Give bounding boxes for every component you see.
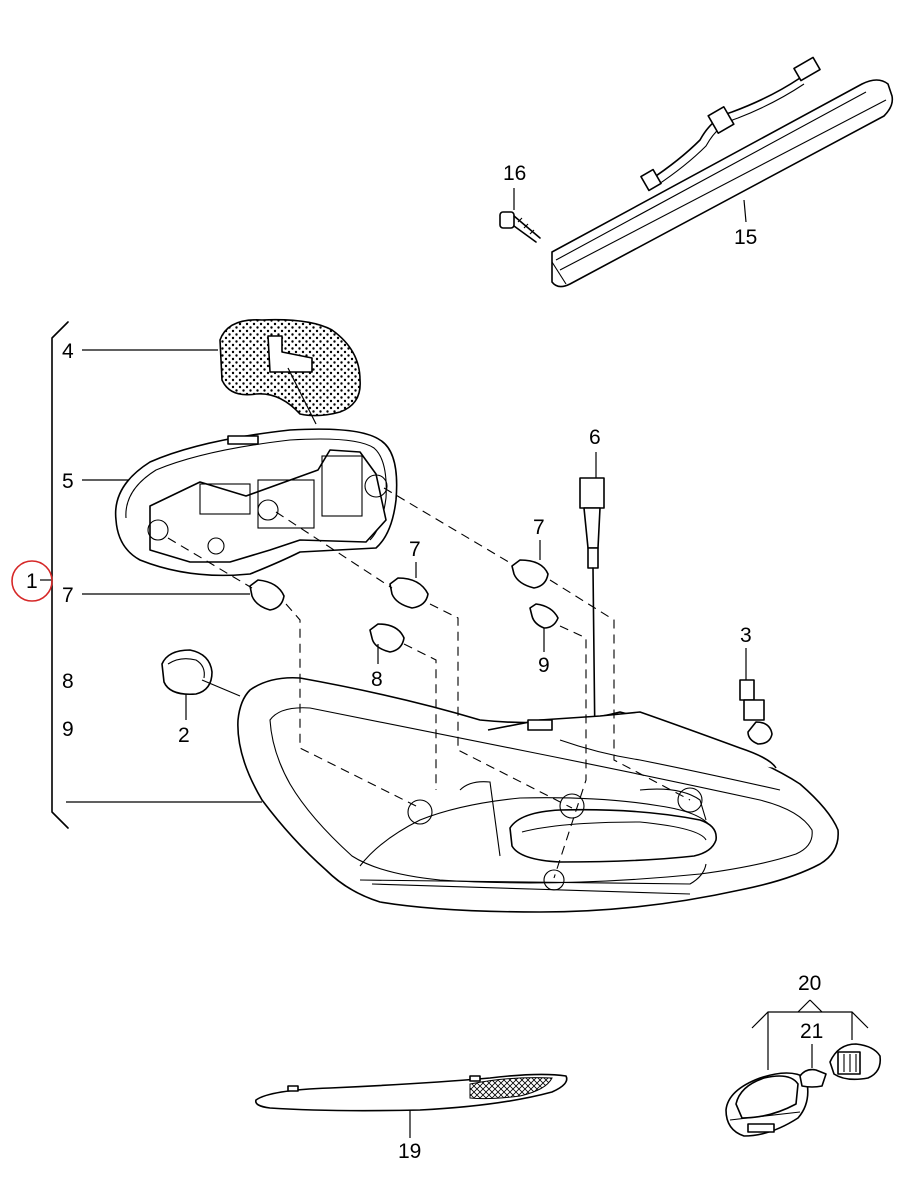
- callout-8: 8: [371, 668, 383, 691]
- assembly-bracket: [40, 321, 262, 829]
- bulb-7-left: [249, 579, 285, 611]
- tail-light-housing: [237, 676, 839, 913]
- holder-part-2: [161, 649, 241, 720]
- callout-8-list: 8: [62, 670, 74, 693]
- bulb-7-center: [389, 562, 429, 609]
- bulb-part-21: [799, 1044, 827, 1088]
- callout-21: 21: [800, 1020, 823, 1043]
- callout-3: 3: [740, 624, 752, 647]
- callout-15: 15: [734, 226, 757, 249]
- socket-part-20: [829, 1043, 882, 1081]
- callout-9-list: 9: [62, 718, 74, 741]
- bulb-9: [529, 603, 559, 652]
- assembly-dashed-lines: [167, 487, 691, 879]
- bulb-8: [369, 623, 405, 664]
- callout-2: 2: [178, 724, 190, 747]
- socket-part-3: [739, 648, 773, 745]
- callout-1: 1: [26, 570, 38, 593]
- callout-19: 19: [398, 1140, 421, 1163]
- callout-9: 9: [538, 654, 550, 677]
- callout-6: 6: [589, 426, 601, 449]
- brake-light-bar-part-15: [551, 56, 894, 288]
- callout-1-highlight[interactable]: [11, 560, 53, 602]
- foam-gasket-part-4: [219, 318, 361, 425]
- callout-4: 4: [62, 340, 74, 363]
- callout-labels: 1 2 3 4 5 6 7 7 7 8 8 9 9 15 16 19 20 21: [26, 162, 823, 1163]
- callout-7-left: 7: [62, 584, 74, 607]
- plate-light-part-20: [725, 999, 869, 1137]
- callout-16: 16: [503, 162, 526, 185]
- callout-7-right: 7: [533, 516, 545, 539]
- bulb-socket-part-6: [579, 452, 605, 837]
- reflector-part-19: [254, 1073, 568, 1138]
- callout-7-center: 7: [409, 538, 421, 561]
- bulb-7-right: [511, 540, 549, 589]
- callout-20: 20: [798, 972, 821, 995]
- screw-part-16: [499, 188, 541, 243]
- bulb-carrier-part-5: [114, 428, 398, 577]
- callout-5: 5: [62, 470, 74, 493]
